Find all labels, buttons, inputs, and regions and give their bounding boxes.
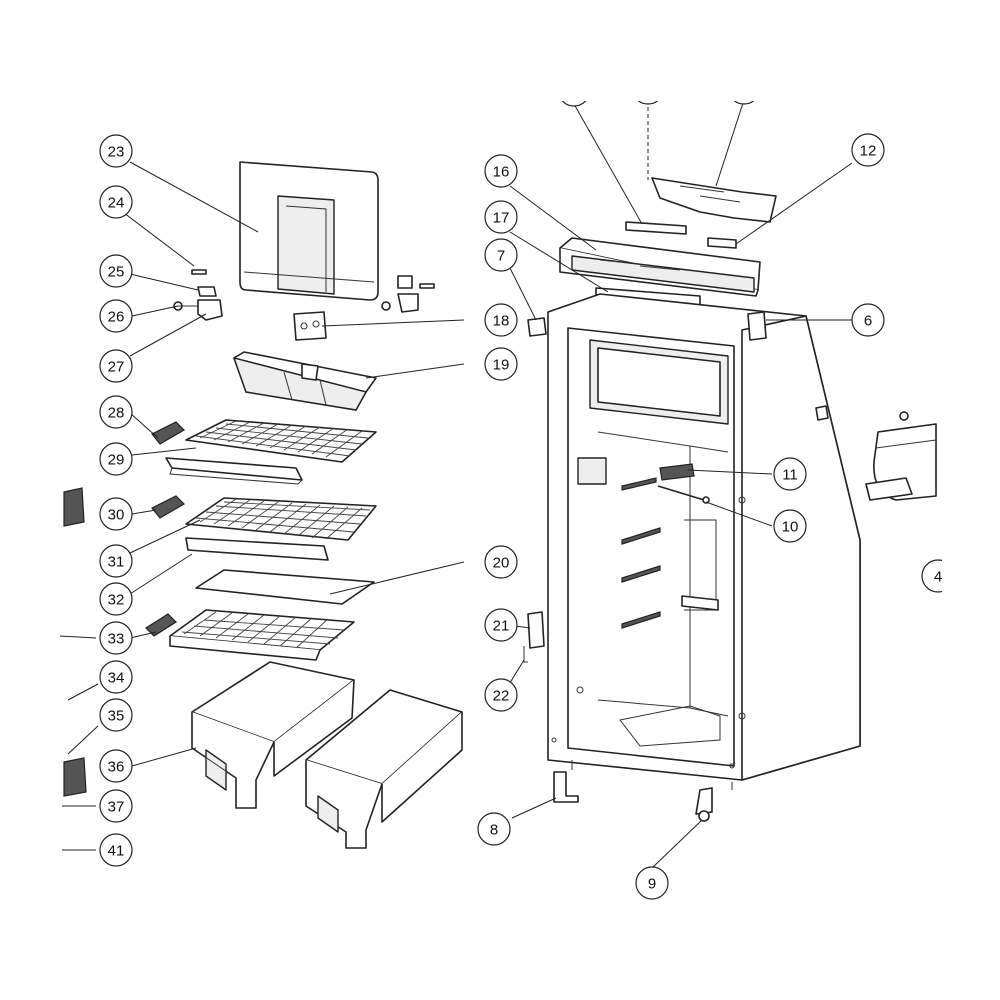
callout-29: 29: [99, 442, 133, 476]
wire-shelf-middle: [185, 497, 377, 541]
callout-label-28: 28: [108, 405, 125, 422]
callout-label-37: 37: [108, 799, 125, 816]
hinge-bottom-left: [553, 771, 579, 803]
callout-36: 36: [99, 749, 133, 783]
callout-label-27: 27: [108, 359, 125, 376]
callout-label-30: 30: [108, 507, 125, 524]
callout-19: 19: [484, 347, 518, 381]
shelf-clip-left-2: [151, 495, 185, 519]
callout-28: 28: [99, 395, 133, 429]
hinge-bottom-right: [695, 787, 713, 822]
crisper-drawer-right: [305, 689, 463, 849]
control-knob-plate: [625, 221, 687, 235]
door-switch: [527, 611, 545, 649]
callout-label-8: 8: [490, 822, 498, 839]
fan-light-assembly: [659, 463, 695, 481]
callout-label-21: 21: [493, 618, 510, 635]
callout-label-18: 18: [493, 313, 510, 330]
callout-41: 41: [99, 833, 133, 867]
shelf-rail-1: [165, 457, 303, 485]
door-hinge-parts-right: [381, 275, 435, 313]
callout-17: 17: [484, 200, 518, 234]
callout-25: 25: [99, 254, 133, 288]
door-hinge-parts-left: [173, 269, 223, 321]
callout-8: 8: [477, 812, 511, 846]
shelf-clip-left-3: [145, 613, 177, 637]
callout-label-41: 41: [108, 843, 125, 860]
shelf-clip-left-1: [151, 421, 185, 445]
callout-34: 34: [99, 660, 133, 694]
wire-shelf-lower: [169, 609, 355, 661]
light-bracket: [707, 237, 737, 249]
callout-label-24: 24: [108, 195, 125, 212]
callout-9: 9: [635, 866, 669, 900]
callout-24: 24: [99, 185, 133, 219]
callout-26: 26: [99, 299, 133, 333]
callout-16: 16: [484, 154, 518, 188]
callout-label-10: 10: [782, 519, 799, 536]
callout-label-12: 12: [860, 143, 877, 160]
callout-23: 23: [99, 134, 133, 168]
callout-label-17: 17: [493, 210, 510, 227]
callout-21: 21: [484, 608, 518, 642]
callout-label-9: 9: [648, 876, 656, 893]
callout-11: 11: [773, 457, 807, 491]
callout-10: 10: [773, 509, 807, 543]
callout-label-34: 34: [108, 670, 125, 687]
door-shelf-bin: [233, 351, 377, 411]
callout-27: 27: [99, 349, 133, 383]
sensor-wire: [657, 485, 710, 504]
compressor: [815, 405, 937, 501]
callout-label-35: 35: [108, 708, 125, 725]
callout-32: 32: [99, 582, 133, 616]
callout-label-6: 6: [864, 313, 872, 330]
callout-label-32: 32: [108, 592, 125, 609]
door-panel: [239, 161, 379, 301]
callout-label-31: 31: [108, 554, 125, 571]
callout-label-29: 29: [108, 452, 125, 469]
callout-label-22: 22: [493, 688, 510, 705]
hinge-top-left: [527, 317, 547, 337]
edge-part-upper: [63, 487, 85, 527]
switch-spring: [523, 646, 528, 663]
callout-35: 35: [99, 698, 133, 732]
callout-18: 18: [484, 303, 518, 337]
callout-label-20: 20: [493, 555, 510, 572]
callout-label-16: 16: [493, 164, 510, 181]
leader-lines: [59, 99, 853, 869]
callout-label-19: 19: [493, 357, 510, 374]
cabinet-body: [547, 293, 861, 790]
right-crop-mask: [942, 380, 1000, 620]
callout-12: 12: [851, 133, 885, 167]
wire-shelf-upper: [185, 419, 377, 463]
control-housing: [559, 237, 761, 297]
callout-30: 30: [99, 497, 133, 531]
callout-22: 22: [484, 678, 518, 712]
door-catch-part: [293, 311, 327, 341]
callout-37: 37: [99, 789, 133, 823]
callout-label-11: 11: [782, 467, 798, 484]
callout-label-25: 25: [108, 264, 125, 281]
callout-label-33: 33: [108, 631, 125, 648]
crisper-drawer-left: [191, 661, 355, 809]
top-crop-mask: [540, 0, 780, 101]
callout-31: 31: [99, 544, 133, 578]
callout-label-7: 7: [497, 248, 505, 265]
callout-label-4: 4: [934, 569, 942, 586]
hinge-top-right: [747, 311, 767, 341]
callout-33: 33: [99, 621, 133, 655]
callout-label-26: 26: [108, 309, 125, 326]
callout-20: 20: [484, 545, 518, 579]
callout-label-23: 23: [108, 144, 125, 161]
edge-part-lower: [63, 757, 87, 797]
callout-6: 6: [851, 303, 885, 337]
callout-label-36: 36: [108, 759, 125, 776]
glass-shelf: [195, 569, 375, 605]
shelf-rail-2: [185, 537, 329, 561]
callout-7: 7: [484, 238, 518, 272]
thermostat-module: [651, 177, 777, 223]
